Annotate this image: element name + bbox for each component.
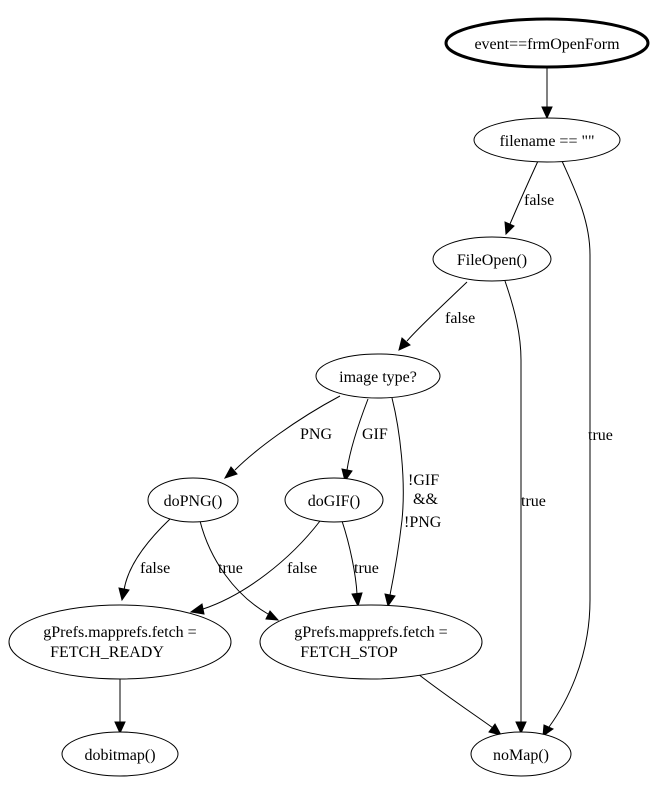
node-fetch-ready-label-1: gPrefs.mapprefs.fetch = — [43, 624, 196, 641]
node-dogif-label: doGIF() — [308, 493, 360, 510]
edge-label-dopng-false: false — [140, 560, 170, 577]
node-dobitmap: dobitmap() — [61, 731, 179, 777]
edge-filename-to-nomap — [542, 160, 591, 738]
node-nomap: noMap() — [470, 731, 572, 777]
edge-imagetype-to-fetchstop — [384, 397, 404, 608]
node-dogif: doGIF() — [284, 477, 384, 523]
node-dopng-label: doPNG() — [164, 493, 223, 510]
node-dobitmap-label: dobitmap() — [84, 747, 155, 764]
edge-fileopen-to-nomap — [504, 280, 527, 735]
edge-fetchstop-to-nomap — [417, 673, 502, 736]
edge-label-fileopen-true: true — [521, 493, 546, 510]
node-start-label: event==frmOpenForm — [474, 36, 620, 53]
node-start: event==frmOpenForm — [444, 17, 650, 69]
node-fetch-ready-label-2: FETCH_READY — [50, 644, 164, 661]
edge-fileopen-to-imagetype — [398, 281, 468, 351]
edge-start-to-filename — [541, 68, 553, 120]
edge-label-gif: GIF — [362, 426, 388, 443]
edge-label-dopng-true: true — [218, 560, 243, 577]
edge-dogif-to-fetchready — [189, 520, 321, 615]
node-image-type-label: image type? — [339, 369, 417, 386]
node-filename-check-label: filename == "" — [499, 133, 594, 150]
edge-label-png: PNG — [300, 426, 332, 443]
node-fetch-stop-label-2: FETCH_STOP — [300, 644, 398, 661]
edge-label-dogif-false: false — [287, 560, 317, 577]
node-fetch-ready: gPrefs.mapprefs.fetch = FETCH_READY — [8, 604, 232, 680]
node-fetch-stop: gPrefs.mapprefs.fetch = FETCH_STOP — [259, 604, 483, 680]
node-image-type: image type? — [315, 353, 441, 399]
edge-label-notgif-1: !GIF — [408, 472, 439, 489]
edge-dopng-to-fetchready — [118, 518, 171, 602]
edge-label-filename-false: false — [524, 192, 554, 209]
node-filename-check: filename == "" — [473, 117, 621, 163]
node-fetch-stop-label-1: gPrefs.mapprefs.fetch = — [294, 624, 447, 641]
edge-dopng-to-fetchstop — [199, 520, 280, 621]
edge-label-fileopen-false: false — [445, 310, 475, 327]
node-fileopen: FileOpen() — [432, 236, 552, 282]
edge-label-notgif-2: && — [413, 491, 438, 508]
node-fileopen-label: FileOpen() — [457, 252, 527, 269]
edge-dogif-to-fetchstop — [341, 520, 363, 608]
node-dopng: doPNG() — [147, 477, 239, 523]
edge-imagetype-to-dopng — [223, 395, 341, 479]
edge-filename-to-fileopen — [504, 160, 539, 236]
edge-label-notgif-3: !PNG — [404, 514, 442, 531]
node-nomap-label: noMap() — [493, 747, 549, 764]
edge-label-filename-true: true — [588, 427, 613, 444]
edge-label-dogif-true: true — [354, 560, 379, 577]
edge-fetchready-to-dobitmap — [114, 679, 126, 735]
